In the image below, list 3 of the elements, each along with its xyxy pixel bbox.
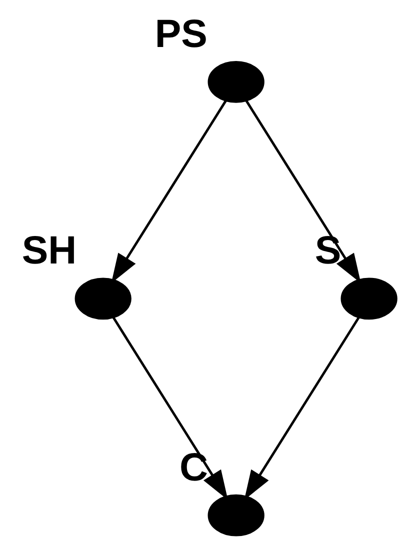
node-label: SH [22,228,77,273]
node-label: PS [154,12,208,56]
node-label: S [314,228,342,273]
